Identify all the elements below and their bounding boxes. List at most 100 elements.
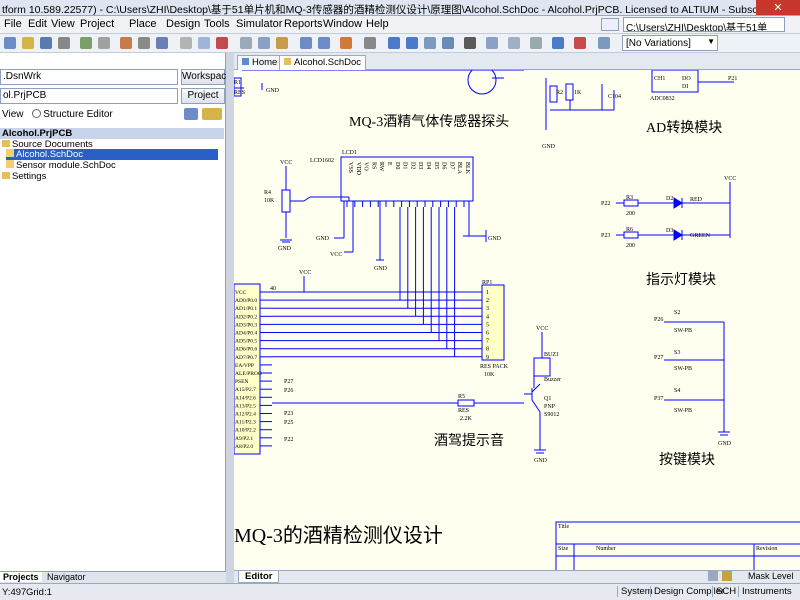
- save-icon[interactable]: [40, 37, 52, 49]
- workspace-field[interactable]: .DsnWrk: [0, 69, 178, 85]
- net-label-icon[interactable]: [424, 37, 436, 49]
- menu-help[interactable]: Help: [366, 18, 389, 30]
- r4-name: R4: [264, 190, 271, 196]
- panel-design-compiler[interactable]: Design Compiler: [650, 586, 727, 597]
- port-icon[interactable]: [530, 37, 542, 49]
- tree-doc-alcohol[interactable]: Alcohol.SchDoc: [6, 149, 218, 160]
- project-field[interactable]: ol.PrjPCB: [0, 88, 178, 104]
- clear-icon[interactable]: [276, 37, 288, 49]
- mcu-pin-label: AD5/P0.5: [235, 339, 257, 345]
- tab-projects[interactable]: Projects: [0, 572, 42, 582]
- mask-level-area: Mask Level: [700, 571, 800, 583]
- res-label: RES: [234, 90, 245, 96]
- structure-editor-radio[interactable]: [32, 109, 42, 118]
- wire-icon[interactable]: [388, 37, 400, 49]
- menu-simulator[interactable]: Simulator: [236, 18, 283, 30]
- menu-tools[interactable]: Tools: [204, 18, 230, 30]
- bus-icon[interactable]: [406, 37, 418, 49]
- ground-icon[interactable]: [464, 37, 476, 49]
- tab-editor[interactable]: Editor: [238, 571, 280, 583]
- menu-window[interactable]: Window: [323, 18, 363, 30]
- r5-wire: [272, 399, 524, 407]
- undo-icon[interactable]: [300, 37, 312, 49]
- directive-icon[interactable]: [552, 37, 564, 49]
- align-icon[interactable]: [240, 37, 252, 49]
- cross-icon[interactable]: [258, 37, 270, 49]
- q1-part: S9012: [544, 412, 559, 418]
- lcd-pin-label: VO: [363, 162, 369, 171]
- title-keys: 按键模块: [659, 452, 715, 468]
- r1-label: R1: [234, 80, 241, 86]
- panel-splitter[interactable]: [226, 53, 234, 583]
- panel-settings-icon[interactable]: [184, 108, 198, 120]
- path-field[interactable]: C:\Users\ZHI\Desktop\基于51单: [623, 17, 785, 32]
- mcu-pin-label: AD4/P0.4: [235, 331, 257, 337]
- tree-settings[interactable]: Settings: [2, 171, 46, 182]
- gnd-lcd-3: GND: [374, 266, 388, 272]
- rp1-pin-label: 8: [486, 347, 489, 353]
- workspace-button[interactable]: Workspace: [181, 69, 232, 85]
- menu-edit[interactable]: Edit: [28, 18, 47, 30]
- menu-design[interactable]: Design: [166, 18, 201, 30]
- schdoc-icon: [6, 149, 14, 157]
- lcd-pin-label: BLK: [464, 162, 470, 175]
- tab-home-label: Home: [252, 57, 278, 68]
- p22-label-mcu: P22: [284, 437, 293, 443]
- menu-view[interactable]: View: [51, 18, 75, 30]
- zoom-icon[interactable]: [80, 37, 92, 49]
- adc-part-label: ADC0832: [650, 96, 675, 102]
- fit-icon[interactable]: [98, 37, 110, 49]
- project-button[interactable]: Project: [181, 88, 225, 104]
- back-icon[interactable]: [601, 18, 619, 31]
- menu-project[interactable]: Project: [80, 18, 115, 30]
- open-icon[interactable]: [22, 37, 34, 49]
- power-port-icon[interactable]: [442, 37, 454, 49]
- redo-icon[interactable]: [318, 37, 330, 49]
- q1-name: Q1: [544, 396, 551, 402]
- new-icon[interactable]: [4, 37, 16, 49]
- tb-title: Title: [558, 524, 569, 530]
- print-icon[interactable]: [58, 37, 70, 49]
- tree-project[interactable]: Alcohol.PrjPCB: [0, 128, 224, 139]
- mcu-pin-label: AD3/P0.3: [235, 322, 257, 328]
- mcu-pins: VCCAD0/P0.0AD1/P0.1AD2/P0.2AD3/P0.3AD4/P…: [235, 290, 272, 450]
- move-icon[interactable]: [198, 37, 210, 49]
- variations-select[interactable]: [No Variations] ▼: [622, 35, 718, 51]
- text-icon[interactable]: [598, 37, 610, 49]
- edit-icon[interactable]: [340, 37, 352, 49]
- tab-alcohol-schdoc[interactable]: Alcohol.SchDoc: [279, 55, 367, 70]
- tab-navigator[interactable]: Navigator: [47, 572, 86, 582]
- clear-filter-icon[interactable]: [722, 571, 732, 581]
- schematic-canvas[interactable]: MQ-3酒精气体传感器探头 AD转换模块 指示灯模块 酒驾提示音 按键模块 MQ…: [234, 70, 800, 570]
- menu-reports[interactable]: Reports: [284, 18, 323, 30]
- sheet-icon[interactable]: [508, 37, 520, 49]
- brush-icon[interactable]: [708, 571, 718, 581]
- panel-instruments[interactable]: Instruments: [738, 586, 795, 597]
- deselect-icon[interactable]: [216, 37, 228, 49]
- p26-key-label: P26: [654, 317, 663, 323]
- tab-home[interactable]: Home: [237, 55, 283, 70]
- panel-system[interactable]: System: [617, 586, 656, 597]
- panel-folder-icon[interactable]: [202, 108, 222, 120]
- part-icon[interactable]: [486, 37, 498, 49]
- paste-icon[interactable]: [156, 37, 168, 49]
- tree-doc-sensor[interactable]: Sensor module.SchDoc: [6, 160, 116, 171]
- mask-level-button[interactable]: Mask Level: [748, 571, 794, 581]
- menu-place[interactable]: Place: [129, 18, 157, 30]
- grid-readout: Grid:1: [26, 587, 52, 598]
- filter-icon[interactable]: [364, 37, 376, 49]
- cut-icon[interactable]: [120, 37, 132, 49]
- tree-source-documents[interactable]: Source Documents: [2, 139, 93, 150]
- mcu-pin-label: A11/P2.3: [235, 420, 256, 426]
- panel-sch[interactable]: SCH: [712, 586, 739, 597]
- r5-sub: RES: [458, 408, 469, 414]
- q1-type: PNP: [544, 404, 556, 410]
- no-erc-icon[interactable]: [574, 37, 586, 49]
- title-buzzer: 酒驾提示音: [434, 432, 504, 449]
- copy-icon[interactable]: [138, 37, 150, 49]
- menu-file[interactable]: File: [4, 18, 22, 30]
- close-button[interactable]: ✕: [756, 0, 800, 15]
- select-icon[interactable]: [180, 37, 192, 49]
- lcd-pin-label: D0: [394, 162, 400, 169]
